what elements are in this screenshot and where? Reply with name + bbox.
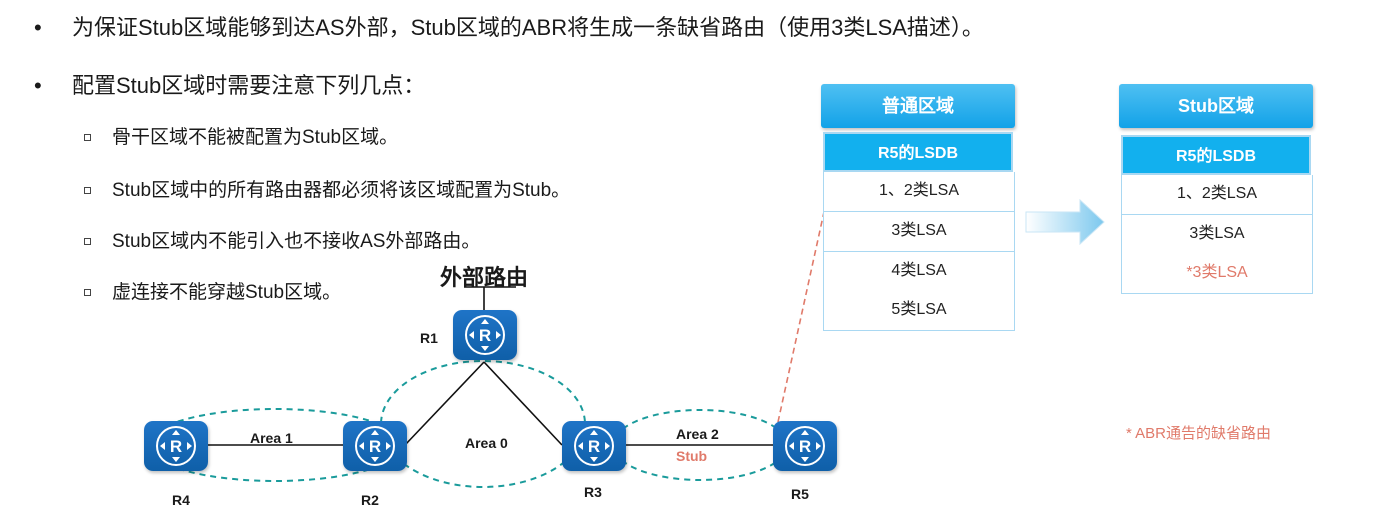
- router-r4[interactable]: R: [144, 421, 208, 471]
- router-icon: R: [785, 426, 825, 466]
- svg-text:R: R: [799, 437, 811, 456]
- table-row: 4类LSA: [823, 252, 1015, 292]
- bullet-text: Stub区域中的所有路由器都必须将该区域配置为Stub。: [112, 180, 571, 201]
- router-icon: R: [156, 426, 196, 466]
- table-subtitle: R5的LSDB: [1121, 135, 1311, 175]
- table-row: 1、2类LSA: [823, 172, 1015, 212]
- table-title: Stub区域: [1119, 84, 1313, 128]
- bullet-text: Stub区域内不能引入也不接收AS外部路由。: [112, 231, 481, 252]
- bullet-dot: •: [34, 73, 42, 98]
- table-row: 3类LSA: [1121, 215, 1313, 255]
- link-r1-r3: [483, 361, 563, 446]
- table-row: 3类LSA: [823, 212, 1015, 252]
- bullet-text: 配置Stub区域时需要注意下列几点：: [72, 73, 426, 98]
- transition-arrow-icon: [1025, 198, 1105, 246]
- bullet-square: [84, 238, 91, 245]
- table-row: 1、2类LSA: [1121, 175, 1313, 215]
- router-r3[interactable]: R: [562, 421, 626, 471]
- bullet-square: [84, 134, 91, 141]
- router-r2-label: R2: [361, 492, 379, 508]
- link-r2-r1: [404, 361, 485, 446]
- svg-text:R: R: [369, 437, 381, 456]
- svg-text:R: R: [588, 437, 600, 456]
- table-title: 普通区域: [821, 84, 1015, 128]
- router-icon: R: [355, 426, 395, 466]
- area0-ellipse: [380, 360, 586, 488]
- r5-pointer-line: [777, 211, 825, 423]
- area1-label: Area 1: [250, 430, 293, 446]
- router-r3-label: R3: [584, 484, 602, 500]
- router-icon: R: [574, 426, 614, 466]
- router-r2[interactable]: R: [343, 421, 407, 471]
- bullet-dot: •: [34, 15, 42, 40]
- router-r5-label: R5: [791, 486, 809, 502]
- bullet-text: 虚连接不能穿越Stub区域。: [112, 282, 342, 303]
- router-r1[interactable]: R: [453, 310, 517, 360]
- default-route-note: * ABR通告的缺省路由: [1126, 425, 1272, 442]
- router-r5[interactable]: R: [773, 421, 837, 471]
- svg-text:R: R: [170, 437, 182, 456]
- bullet-square: [84, 187, 91, 194]
- svg-text:R: R: [479, 326, 491, 345]
- bullet-text: 为保证Stub区域能够到达AS外部，Stub区域的ABR将生成一条缺省路由（使用…: [72, 15, 984, 40]
- area2-label: Area 2: [676, 426, 719, 442]
- external-route-label: 外部路由: [440, 265, 529, 290]
- table-row: 5类LSA: [823, 291, 1015, 331]
- router-r1-label: R1: [420, 330, 438, 346]
- table-subtitle: R5的LSDB: [823, 132, 1013, 172]
- stub-label: Stub: [676, 448, 708, 464]
- router-icon: R: [465, 315, 505, 355]
- bullet-text: 骨干区域不能被配置为Stub区域。: [112, 127, 399, 148]
- router-r4-label: R4: [172, 492, 190, 508]
- table-row-default-route: *3类LSA: [1121, 254, 1313, 294]
- area0-label: Area 0: [465, 435, 508, 451]
- bullet-square: [84, 289, 91, 296]
